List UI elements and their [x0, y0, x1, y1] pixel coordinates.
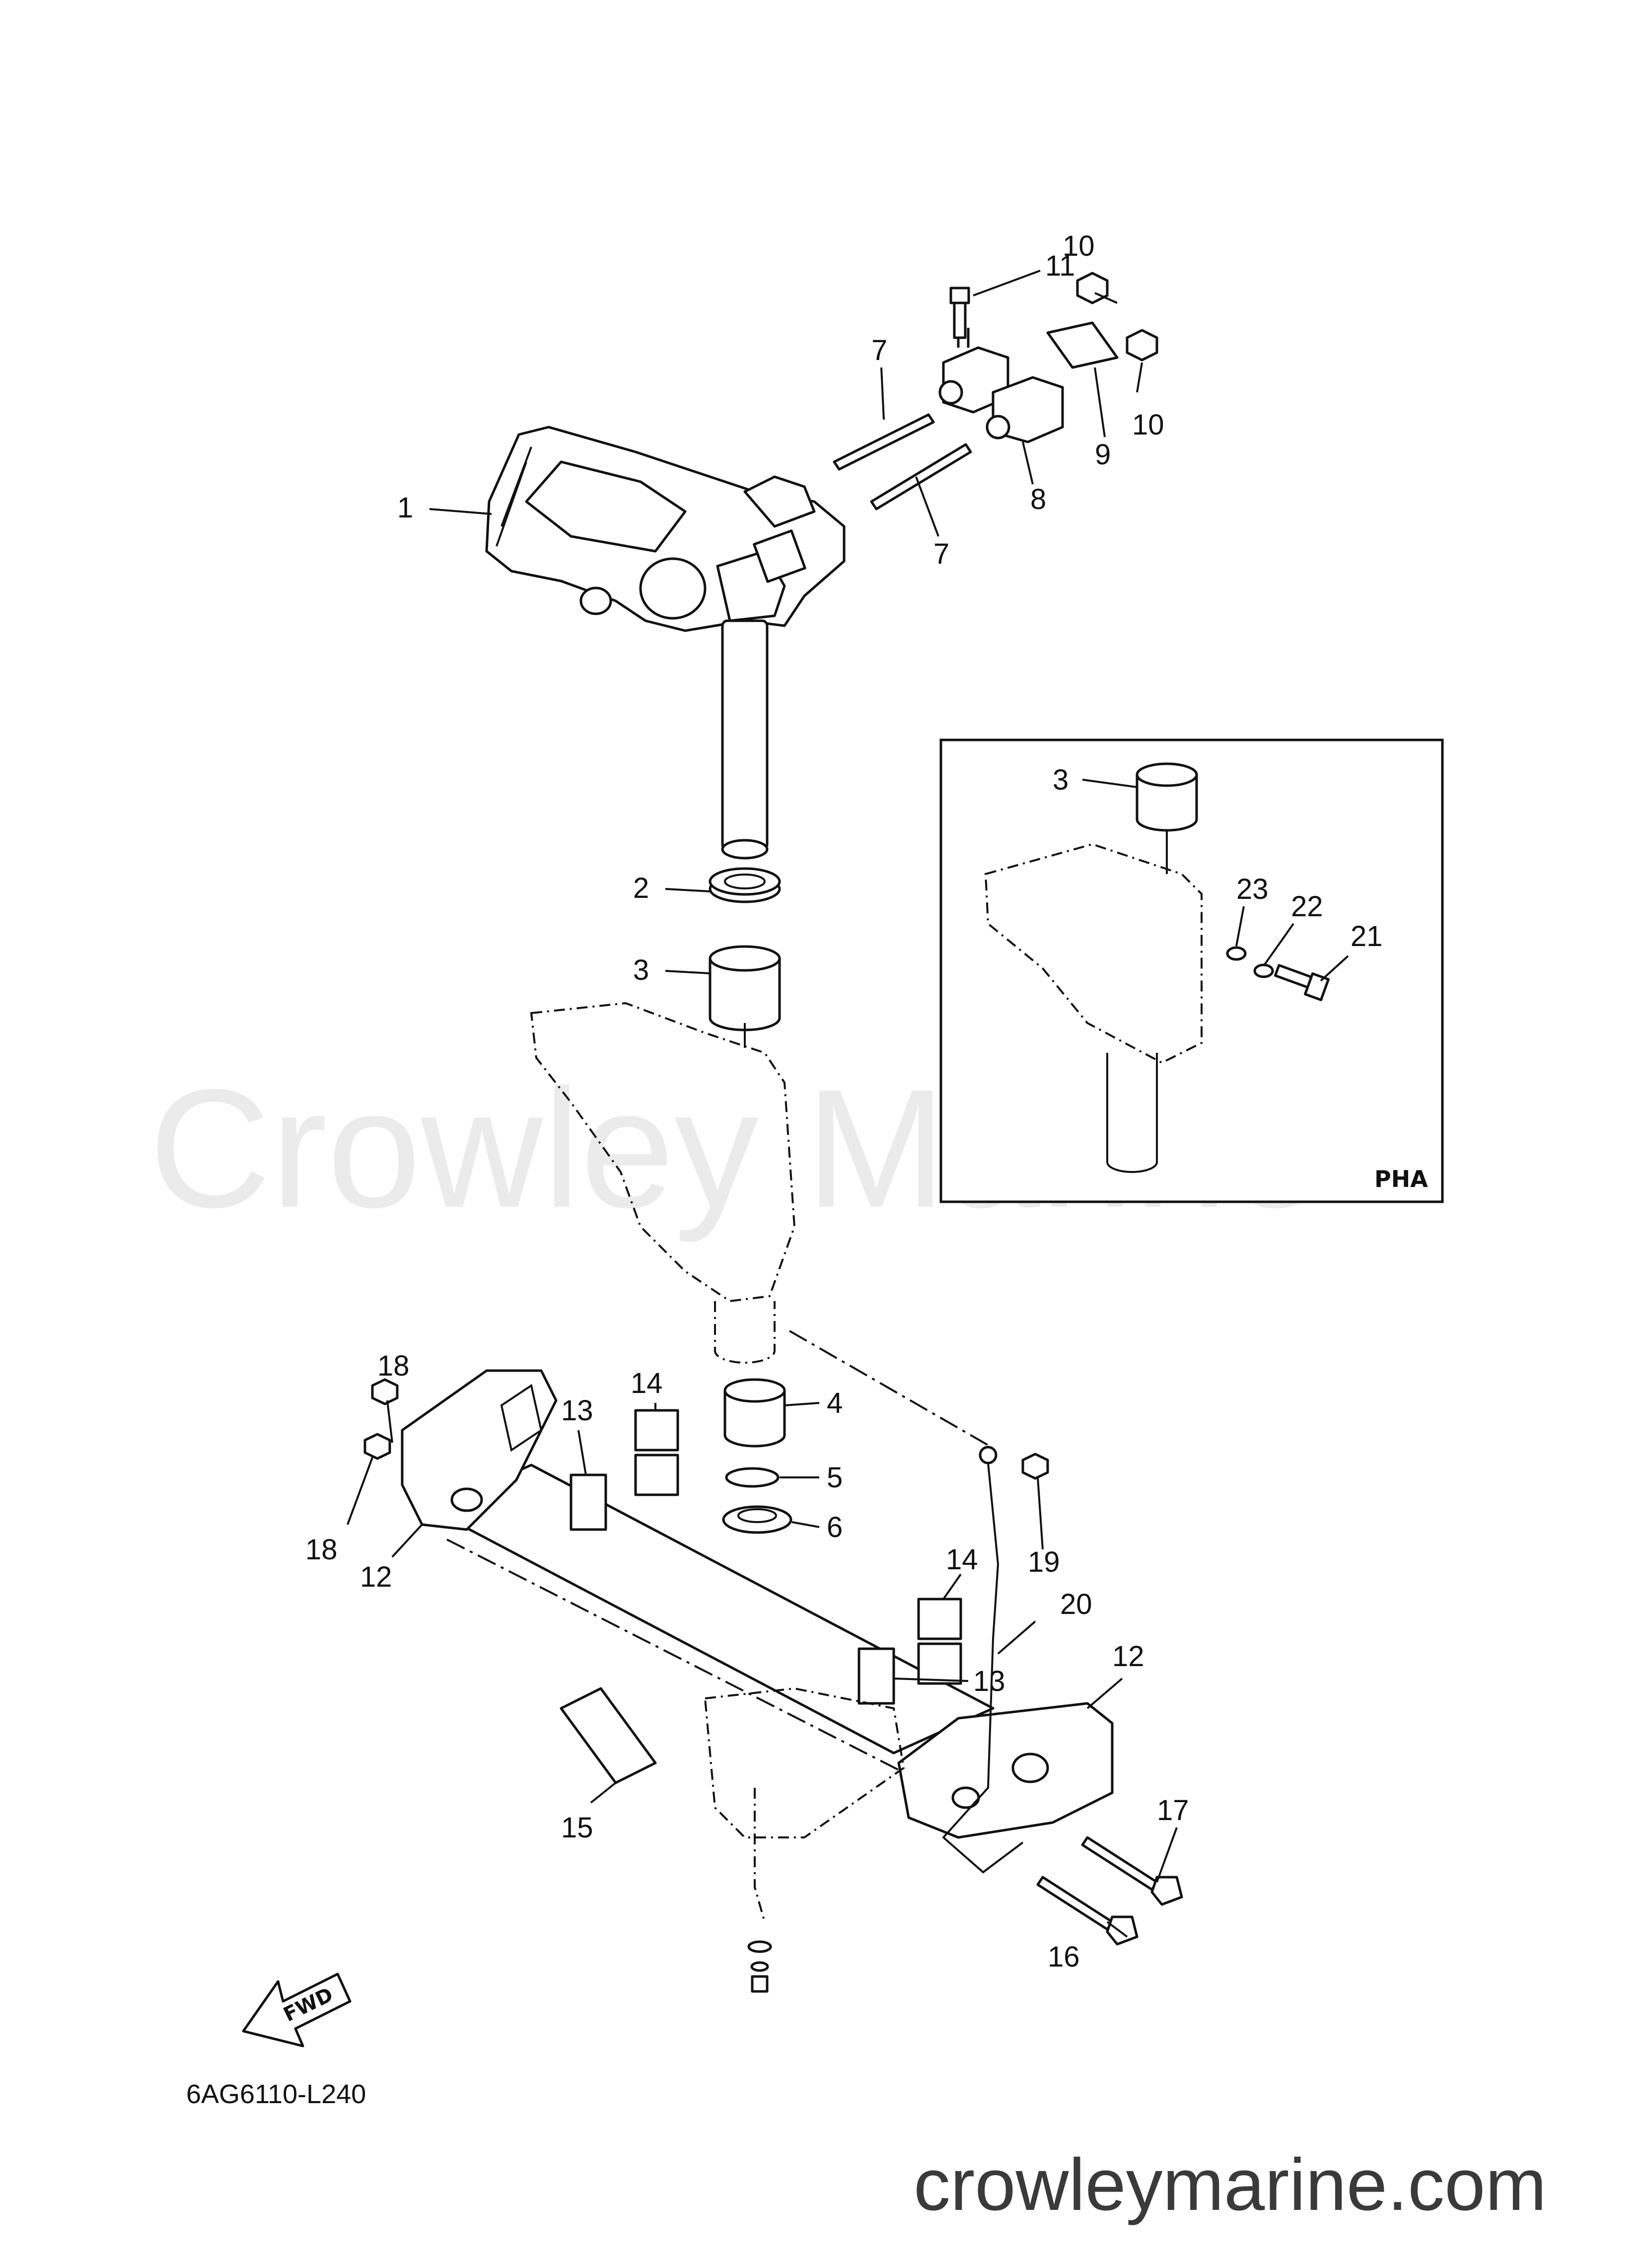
callout-10-lower: 10 [1132, 409, 1164, 441]
lower-mount-bar [430, 1463, 995, 1794]
callout-9: 9 [1095, 439, 1111, 471]
mount-bracket [938, 323, 1064, 443]
swivel-bracket-ghost [530, 1002, 796, 1364]
inset-washer-23 [1226, 946, 1247, 961]
inset-bracket [984, 843, 1203, 1064]
callout-15: 15 [561, 1812, 593, 1844]
lower-case-ghost [704, 1687, 905, 1922]
callout-4: 4 [827, 1387, 843, 1419]
callout-17: 17 [1157, 1794, 1189, 1827]
steering-column [721, 619, 769, 851]
callout-7-upper: 7 [871, 334, 887, 366]
callout-13-right: 13 [973, 1665, 1005, 1697]
bolt-16 [1036, 1876, 1139, 1946]
stud-lower [870, 443, 972, 511]
nut-10-upper [1076, 272, 1109, 304]
callout-3-inset: 3 [1053, 764, 1069, 796]
callout-7-lower: 7 [933, 538, 949, 570]
website-url: crowleymarine.com [914, 2144, 1547, 2226]
callout-22: 22 [1291, 890, 1323, 923]
damper-blocks [570, 1409, 962, 1705]
callout-5: 5 [827, 1462, 843, 1494]
callout-11: 11 [1045, 250, 1075, 282]
inset-label: PHA [1374, 1166, 1428, 1192]
callout-16: 16 [1048, 1941, 1080, 1973]
stud-upper [833, 413, 935, 471]
callout-3: 3 [633, 954, 649, 986]
diagram-code: 6AG6110-L240 [186, 2079, 366, 2109]
seal-6 [722, 1505, 792, 1534]
rubber-mount-right [897, 1702, 1114, 1839]
callout-1: 1 [397, 492, 413, 524]
inset-panel: PHA [939, 738, 1444, 1203]
bolt-11 [949, 287, 970, 339]
fwd-arrow-icon: FWD [242, 1973, 352, 2048]
plate-15 [560, 1687, 657, 1784]
callout-10-upper: 10 [1063, 230, 1095, 262]
callout-12-right: 12 [1112, 1640, 1144, 1673]
nut-18-upper [371, 1378, 399, 1405]
rubber-mount-left [401, 1369, 558, 1531]
callout-19: 19 [1028, 1546, 1060, 1578]
inset-bushing-3 [1136, 762, 1198, 874]
inset-washer-22 [1253, 963, 1274, 978]
bushing-3 [709, 945, 781, 1031]
callout-18-lower: 18 [305, 1534, 338, 1566]
callout-12-left: 12 [360, 1561, 392, 1593]
callout-23: 23 [1236, 873, 1269, 905]
nut-10-lower [1126, 329, 1158, 362]
callout-21: 21 [1351, 920, 1383, 952]
o-ring-5 [725, 1467, 780, 1488]
bushing-4 [723, 1378, 786, 1448]
callout-20: 20 [1060, 1588, 1092, 1620]
ground-wire [789, 1330, 1049, 1874]
bottom-screw [747, 1940, 772, 1993]
bolt-17 [1081, 1836, 1183, 1906]
callout-leaders [347, 270, 1349, 1938]
seal-2 [709, 867, 781, 903]
callout-2: 2 [633, 872, 649, 904]
callout-6: 6 [827, 1511, 843, 1543]
callout-8: 8 [1030, 483, 1046, 515]
steering-bracket [485, 426, 846, 632]
nut-18-lower [363, 1433, 391, 1460]
callout-13-left: 13 [561, 1394, 593, 1427]
callout-14-left: 14 [631, 1367, 663, 1399]
mount-plate [1046, 321, 1119, 369]
callout-14-right: 14 [946, 1543, 978, 1576]
callout-18-upper: 18 [377, 1350, 410, 1382]
